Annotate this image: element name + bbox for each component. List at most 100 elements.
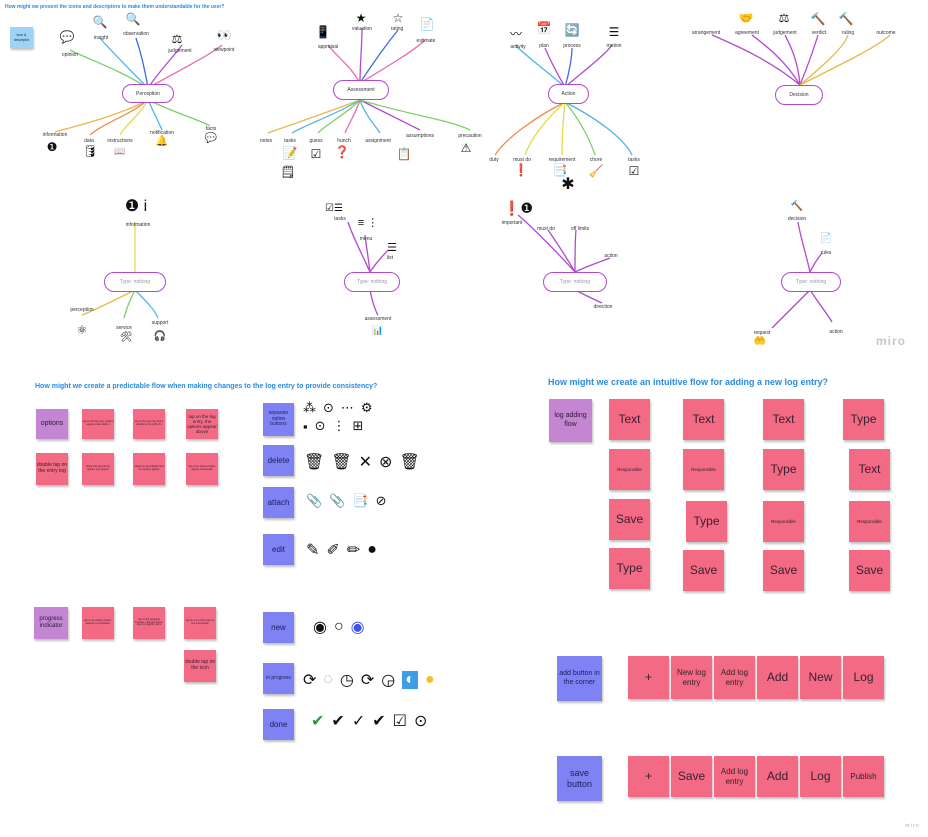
label-facts: facts xyxy=(205,126,217,132)
label-judgement: judgement xyxy=(168,48,192,54)
save-row-add-log-entry[interactable]: Add log entry xyxy=(714,756,755,797)
grid-r4-c3[interactable]: Save xyxy=(763,550,804,591)
in-progress-icons-row: ⟳ ◌ ◷ ⟳ ◶ ◐ ● xyxy=(303,670,435,690)
grid-r2-c3[interactable]: Type xyxy=(763,449,804,490)
question-intuitive-flow: How might we create an intuitive flow fo… xyxy=(548,377,829,387)
attach-file-icon: 📑 xyxy=(352,493,369,508)
corner-row-add-log-entry[interactable]: Add log entry xyxy=(714,656,755,699)
label-appraisal: appraisal xyxy=(317,44,339,50)
grid-r4-c2[interactable]: Save xyxy=(683,550,724,591)
save-row-plus[interactable]: + xyxy=(628,756,669,797)
label-precaution: precaution xyxy=(458,133,482,139)
grid-r1-c3[interactable]: Text xyxy=(763,399,804,440)
edit-sticky[interactable]: edit xyxy=(263,534,294,565)
note-9[interactable]: tap on one of the icons to see a dropdow… xyxy=(184,607,216,639)
grid-r1-c1[interactable]: Text xyxy=(609,399,650,440)
grid-r4-c1[interactable]: Type xyxy=(609,548,650,589)
grid-r2-c1[interactable]: Responsible xyxy=(609,449,650,490)
note-1[interactable]: tap on the log entry, options appear und… xyxy=(82,409,114,439)
grid-r3-c4[interactable]: Responsible xyxy=(849,501,890,542)
grid-r2-c2[interactable]: Responsible xyxy=(683,449,724,490)
corner-row-new-log-entry[interactable]: New log entry xyxy=(671,656,712,699)
grid-r1-c4[interactable]: Type xyxy=(843,399,884,440)
corner-row-new[interactable]: New xyxy=(800,656,841,699)
activity-icon: 〰 xyxy=(509,27,523,41)
opinion-icon: 💬 xyxy=(59,30,75,44)
grid-r2-c4[interactable]: Text xyxy=(849,449,890,490)
report-icon: 📊 xyxy=(372,325,384,335)
note-3[interactable]: tap on the log entry, the options appear… xyxy=(186,409,218,439)
delete-sticky[interactable]: delete xyxy=(263,445,294,476)
options-icons-row: ⁂ ⊙ ⋯ ⚙ xyxy=(303,400,373,416)
type-info-node[interactable]: Type: nothing xyxy=(104,272,166,292)
loading-icon: ◌ xyxy=(323,671,333,688)
attach-circle-icon: ⊘ xyxy=(375,493,387,508)
scale-icon: ⚖ xyxy=(778,11,790,25)
done-sticky[interactable]: done xyxy=(263,709,294,740)
save-row-publish[interactable]: Publish xyxy=(843,756,884,797)
attach-icons-row: 📎 📎 📑 ⊘ xyxy=(306,493,386,509)
log-adding-flow-sticky[interactable]: log adding flow xyxy=(549,399,592,442)
grid-r3-c1[interactable]: Save xyxy=(609,499,650,540)
separate-option-buttons-sticky[interactable]: separate option buttons xyxy=(263,403,294,436)
tools-icon: 🛠 xyxy=(119,332,133,343)
options-sticky[interactable]: options xyxy=(36,409,68,439)
type-tasks-node[interactable]: Type: nothing xyxy=(344,272,400,292)
corner-row-plus[interactable]: + xyxy=(628,656,669,699)
label-outcome: outcome xyxy=(876,30,896,36)
save-row-add[interactable]: Add xyxy=(757,756,798,797)
edit-square-icon: ✎ xyxy=(306,542,320,559)
check-box-green-icon: ✔ xyxy=(311,713,325,730)
note-8[interactable]: tap on the progress indicator, changes s… xyxy=(133,607,165,639)
legend-sticky[interactable]: icon & descriptor xyxy=(10,27,33,48)
note-6[interactable]: tap on an options button appear undernea… xyxy=(186,453,218,485)
grid-r3-c2[interactable]: Type xyxy=(686,501,727,542)
check-square-icon: ☑ xyxy=(392,713,407,730)
clock-icon: ◷ xyxy=(339,672,354,689)
delete-icons-row: 🗑 🗑 ✕ ⊗ 🗑 xyxy=(304,452,420,472)
grid-r3-c3[interactable]: Responsible xyxy=(763,501,804,542)
refresh-icon: ⟳ xyxy=(303,672,317,689)
instructions-icon: 📖 xyxy=(114,146,126,156)
note-4[interactable]: Swipe the log and the options only appea… xyxy=(82,453,114,485)
headset-icon: 🎧 xyxy=(153,331,167,342)
save-row-save[interactable]: Save xyxy=(671,756,712,797)
corner-row-log[interactable]: Log xyxy=(843,656,884,699)
search-icon: 🔍 xyxy=(125,12,141,26)
miro-logo: miro xyxy=(876,334,907,348)
type-decision-node[interactable]: Type: nothing xyxy=(781,272,841,292)
attach-sticky[interactable]: attach xyxy=(263,487,294,518)
label-tasks-action: tasks xyxy=(628,157,640,163)
note-7[interactable]: tap on an options button, appear in a dr… xyxy=(82,607,114,639)
double-tap-sticky[interactable]: double tap on the entry log xyxy=(36,453,68,485)
in-progress-sticky[interactable]: in progress xyxy=(263,663,294,694)
new-sticky[interactable]: new xyxy=(263,612,294,643)
double-tap-icon-sticky[interactable]: double tap on the icon xyxy=(184,650,216,682)
assessment-node[interactable]: Assessment xyxy=(333,80,389,100)
corner-row-add[interactable]: Add xyxy=(757,656,798,699)
label-ruling: ruling xyxy=(841,30,855,36)
radio-selected-icon: ◉ xyxy=(313,619,327,636)
grid-r1-c2[interactable]: Text xyxy=(683,399,724,440)
close-circle-icon: ⊗ xyxy=(379,454,393,471)
progress-indicator-sticky[interactable]: progress indicator xyxy=(34,607,68,639)
decision-node[interactable]: Decision xyxy=(775,85,823,105)
note-5[interactable]: swipe the log left/right and the options… xyxy=(133,453,165,485)
action-node[interactable]: Action xyxy=(548,84,589,104)
save-row-log[interactable]: Log xyxy=(800,756,841,797)
add-button-corner-sticky[interactable]: add button in the corner xyxy=(557,656,602,701)
label-perception: perception xyxy=(70,307,94,313)
note-2[interactable]: tap on the log entry and a window to the… xyxy=(133,409,165,439)
label-judgement-decision: judgement xyxy=(773,30,797,36)
question-icon: ❓ xyxy=(334,145,350,159)
label-chore: chore xyxy=(589,157,603,163)
perception-node[interactable]: Perception xyxy=(122,84,174,103)
radio-blue-icon: ◉ xyxy=(350,619,365,636)
save-button-sticky[interactable]: save button xyxy=(557,756,602,801)
type-action-node[interactable]: Type: nothing xyxy=(543,272,607,292)
gavel-icon: 🔨 xyxy=(838,12,854,26)
edit-circle-icon: ● xyxy=(367,541,377,558)
grid-r4-c4[interactable]: Save xyxy=(849,550,890,591)
label-rules: rules xyxy=(820,250,832,256)
radio-empty-icon: ○ xyxy=(333,618,344,635)
